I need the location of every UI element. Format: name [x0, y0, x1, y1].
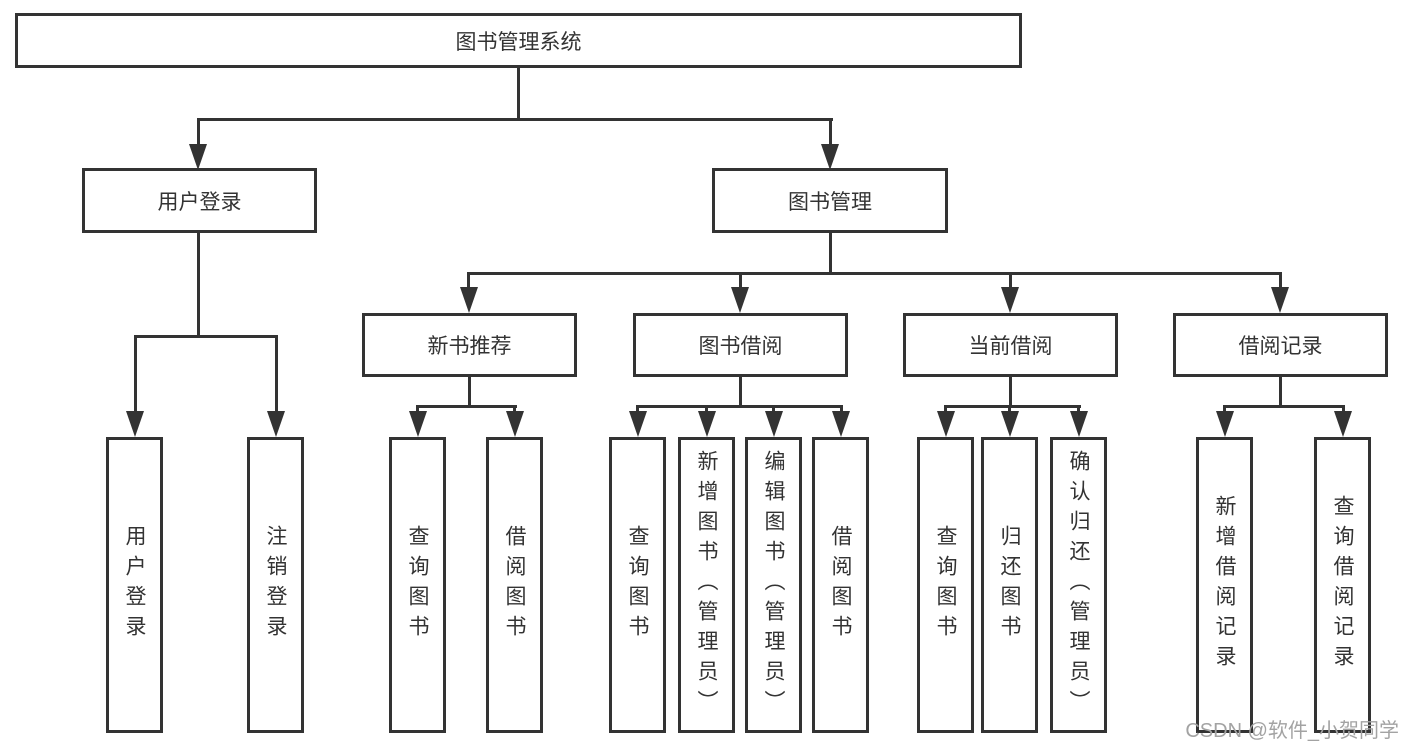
node-user-login: 用户登录 — [82, 168, 317, 233]
leaf-query-books-current: 查询图书 — [917, 437, 974, 733]
arrow-down-icon — [1334, 411, 1352, 437]
connector-records-rail — [1223, 405, 1345, 408]
connector-stub-book-borrow — [739, 272, 742, 290]
arrow-down-icon — [1216, 411, 1234, 437]
connector-current-stem — [1009, 377, 1012, 408]
leaf-query-books-newrec: 查询图书 — [389, 437, 446, 733]
arrow-down-icon — [821, 144, 839, 170]
arrow-down-icon — [409, 411, 427, 437]
leaf-add-books-admin: 新增图书（管理员） — [678, 437, 735, 733]
arrow-down-icon — [629, 411, 647, 437]
arrow-down-icon — [189, 144, 207, 170]
arrow-down-icon — [1070, 411, 1088, 437]
leaf-borrow-books-newrec: 借阅图书 — [486, 437, 543, 733]
leaf-label: 确认归还（管理员） — [1067, 450, 1090, 720]
node-label: 新书推荐 — [427, 335, 512, 358]
connector-records-stem — [1279, 377, 1282, 408]
arrow-down-icon — [698, 411, 716, 437]
leaf-query-borrow-record: 查询借阅记录 — [1314, 437, 1371, 733]
arrow-down-icon — [832, 411, 850, 437]
leaf-logout: 注销登录 — [247, 437, 304, 733]
leaf-label: 归还图书 — [998, 525, 1021, 645]
leaf-label: 查询借阅记录 — [1331, 495, 1354, 675]
node-label: 图书管理 — [788, 190, 872, 214]
node-book-management: 图书管理 — [712, 168, 948, 233]
leaf-confirm-return-admin: 确认归还（管理员） — [1050, 437, 1107, 733]
connector-user-login-stem — [197, 233, 200, 338]
node-label: 当前借阅 — [968, 335, 1053, 358]
leaf-label: 借阅图书 — [503, 525, 526, 645]
connector-newrec-rail — [416, 405, 517, 408]
connector-user-login-rail — [134, 335, 278, 338]
connector-stub-leaf-logout — [275, 335, 278, 415]
node-borrowing-records: 借阅记录 — [1173, 313, 1388, 377]
arrow-down-icon — [937, 411, 955, 437]
connector-stub-borrow-records — [1279, 272, 1282, 290]
connector-stub-user-login — [197, 120, 200, 148]
connector-book-mgmt-stem — [829, 233, 832, 275]
arrow-down-icon — [731, 287, 749, 313]
csdn-watermark: CSDN @软件_小贺同学 — [1185, 720, 1399, 742]
leaf-label: 新增借阅记录 — [1213, 495, 1236, 675]
leaf-query-books-borrow: 查询图书 — [609, 437, 666, 733]
node-label: 图书管理系统 — [455, 30, 582, 54]
arrow-down-icon — [1271, 287, 1289, 313]
connector-stub-book-mgmt — [829, 120, 832, 148]
connector-borrow-rail — [636, 405, 843, 408]
arrow-down-icon — [267, 411, 285, 437]
arrow-down-icon — [1001, 287, 1019, 313]
connector-borrow-stem — [739, 377, 742, 408]
leaf-label: 查询图书 — [626, 525, 649, 645]
connector-root-stem — [517, 68, 520, 120]
connector-newrec-stem — [468, 377, 471, 408]
leaf-label: 用户登录 — [123, 525, 146, 645]
leaf-edit-books-admin: 编辑图书（管理员） — [745, 437, 802, 733]
leaf-label: 新增图书（管理员） — [695, 450, 718, 720]
connector-book-mgmt-rail — [468, 272, 1282, 275]
leaf-label: 编辑图书（管理员） — [762, 450, 785, 720]
leaf-label: 注销登录 — [264, 525, 287, 645]
connector-root-rail — [197, 118, 833, 121]
arrow-down-icon — [506, 411, 524, 437]
node-new-book-recommendation: 新书推荐 — [362, 313, 577, 377]
leaf-user-login: 用户登录 — [106, 437, 163, 733]
arrow-down-icon — [126, 411, 144, 437]
arrow-down-icon — [1001, 411, 1019, 437]
connector-stub-current-borrow — [1009, 272, 1012, 290]
connector-stub-leaf-user-login — [134, 335, 137, 415]
node-label: 借阅记录 — [1238, 335, 1323, 358]
leaf-add-borrow-record: 新增借阅记录 — [1196, 437, 1253, 733]
arrow-down-icon — [765, 411, 783, 437]
leaf-label: 借阅图书 — [829, 525, 852, 645]
node-label: 图书借阅 — [698, 335, 783, 358]
leaf-return-books: 归还图书 — [981, 437, 1038, 733]
node-label: 用户登录 — [157, 190, 242, 214]
arrow-down-icon — [460, 287, 478, 313]
leaf-label: 查询图书 — [406, 525, 429, 645]
connector-current-rail — [944, 405, 1081, 408]
leaf-label: 查询图书 — [934, 525, 957, 645]
leaf-borrow-books-borrow: 借阅图书 — [812, 437, 869, 733]
node-book-borrowing: 图书借阅 — [633, 313, 848, 377]
node-library-management-system: 图书管理系统 — [15, 13, 1022, 68]
node-current-borrowing: 当前借阅 — [903, 313, 1118, 377]
connector-stub-new-book — [467, 272, 470, 290]
